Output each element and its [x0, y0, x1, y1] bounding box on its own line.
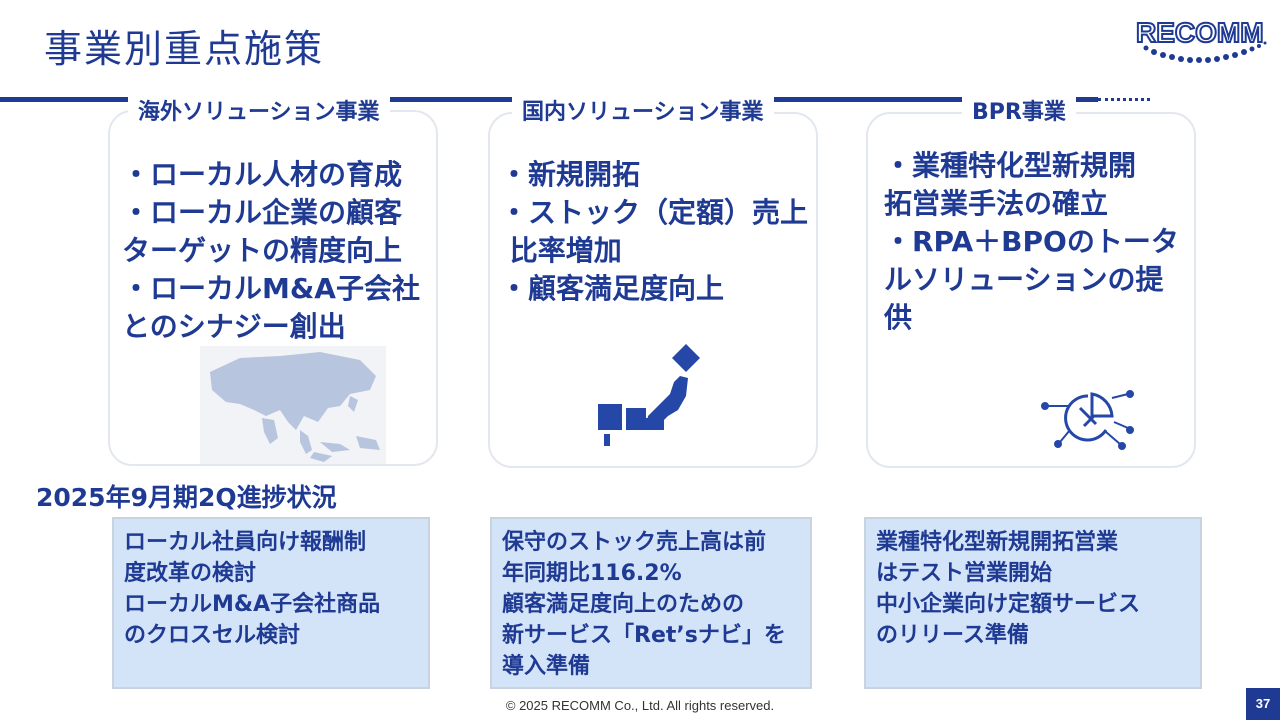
card-bpr — [866, 112, 1196, 468]
copyright-footer: © 2025 RECOMM Co., Ltd. All rights reser… — [505, 698, 775, 713]
circuit-chart-icon — [1040, 386, 1136, 452]
asia-map-image — [200, 346, 386, 464]
page-title: 事業別重点施策 — [44, 27, 325, 71]
section-label-domestic: 国内ソリューション事業 — [512, 94, 774, 126]
card-domestic — [488, 112, 818, 468]
status-heading: 2025年9月期2Q進捗状況 — [36, 483, 337, 512]
overseas-initiatives: ・ローカル人材の育成 ・ローカル企業の顧客 ターゲットの精度向上 ・ローカルM&… — [122, 158, 420, 343]
status-text-bpr: 業種特化型新規開拓営業 はテスト営業開始 中小企業向け定額サービス のリリース準… — [876, 530, 1141, 648]
japan-map-icon — [596, 342, 706, 448]
header-divider-dotted — [1098, 98, 1150, 101]
status-box-bpr: 業種特化型新規開拓営業 はテスト営業開始 中小企業向け定額サービス のリリース準… — [864, 517, 1202, 689]
status-box-overseas: ローカル社員向け報酬制 度改革の検討 ローカルM&A子会社商品 のクロスセル検討 — [112, 517, 430, 689]
status-text-domestic: 保守のストック売上高は前 年同期比116.2% 顧客満足度向上のための 新サービ… — [502, 530, 786, 679]
status-box-domestic: 保守のストック売上高は前 年同期比116.2% 顧客満足度向上のための 新サービ… — [490, 517, 812, 689]
page-number: 37 — [1246, 688, 1280, 720]
company-logo: RECOMM — [1132, 12, 1272, 72]
bpr-initiatives: ・業種特化型新規開 拓営業手法の確立 ・RPA＋BPOのトータ ルソリューション… — [884, 149, 1179, 334]
logo-text: RECOMM — [1136, 17, 1264, 48]
section-label-overseas: 海外ソリューション事業 — [128, 94, 390, 126]
status-text-overseas: ローカル社員向け報酬制 度改革の検討 ローカルM&A子会社商品 のクロスセル検討 — [124, 530, 381, 648]
section-label-bpr: BPR事業 — [962, 94, 1076, 126]
domestic-initiatives: ・新規開拓 ・ストック（定額）売上 比率増加 ・顧客満足度向上 — [500, 158, 809, 305]
